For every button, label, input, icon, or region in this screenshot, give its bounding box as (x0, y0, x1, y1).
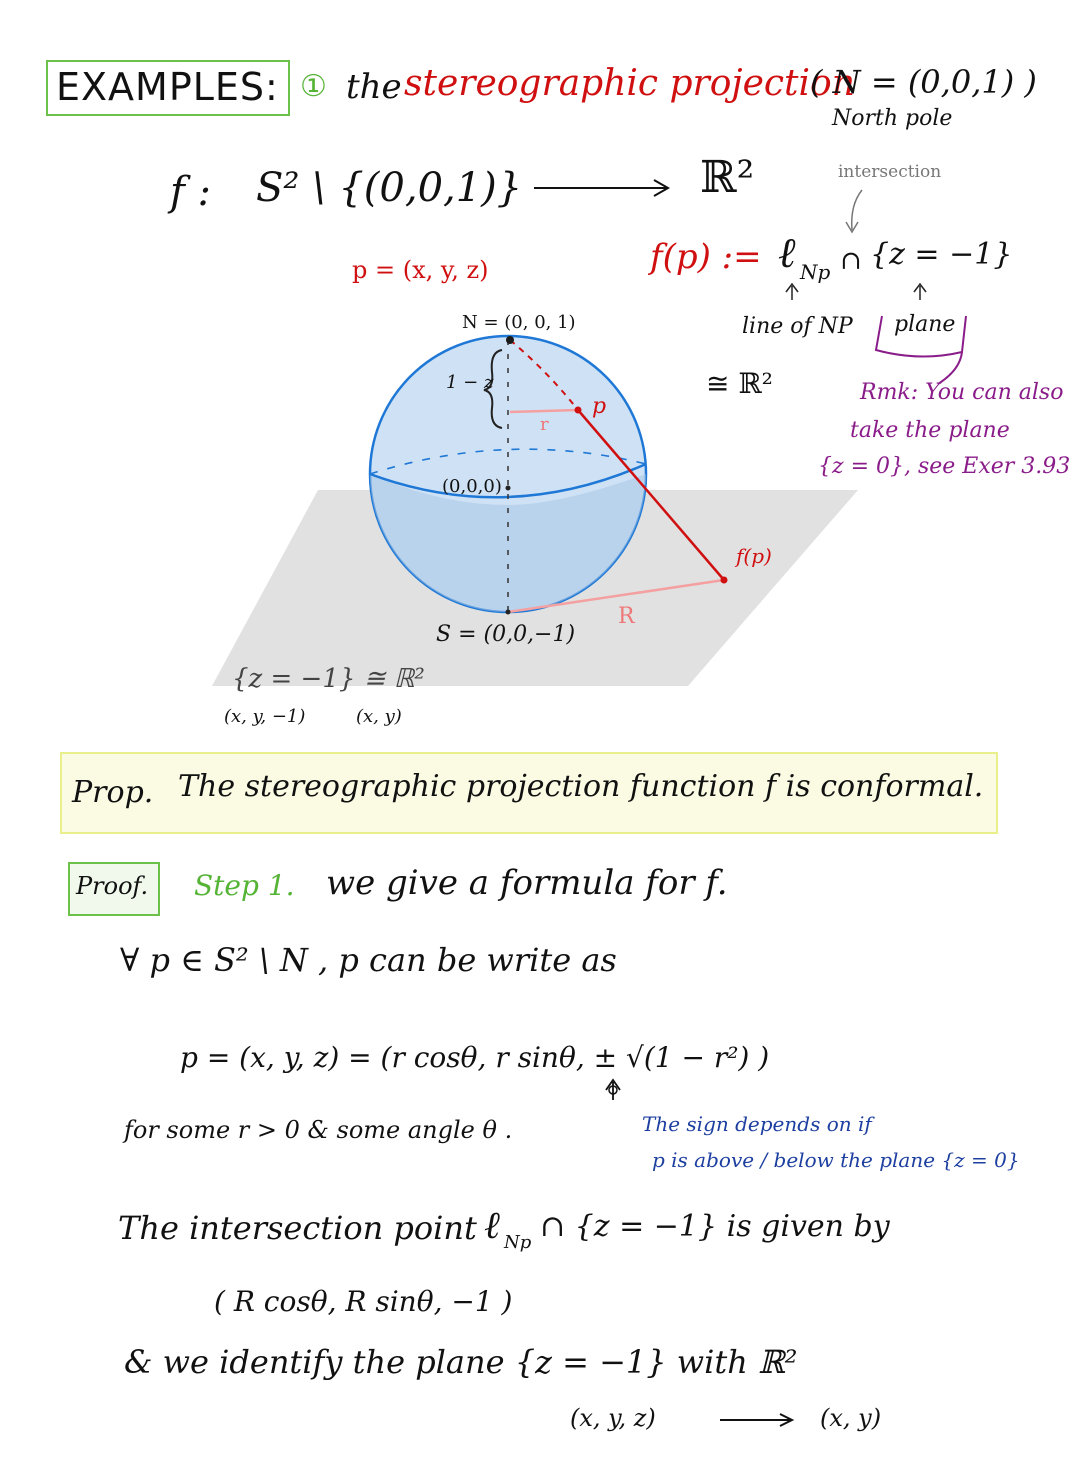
plane-iso-label: {z = −1} ≅ ℝ² (232, 664, 425, 694)
proof-label: Proof. (76, 872, 149, 900)
intersection-arrow (850, 189, 863, 231)
N-label: N = (0, 0, 1) (462, 312, 576, 333)
p-formula: p = (x, y, z) = (r cosθ, r sinθ, ± √(1 −… (180, 1041, 770, 1074)
codomain-r2: ℝ² (700, 152, 755, 203)
stereographic-figure (212, 179, 967, 1427)
one-minus-z-label: 1 − z (446, 372, 494, 393)
remark-line1: Rmk: You can also (860, 380, 1064, 405)
prop-text: The stereographic projection function f … (178, 769, 984, 804)
intersection-text: The intersection point (118, 1209, 477, 1247)
xy-label: (x, y) (356, 706, 402, 727)
plane-label: plane (894, 312, 956, 337)
p-label: p (592, 394, 607, 419)
forall-line: ∀ p ∈ S² \ N , p can be write as (120, 941, 617, 979)
up-arrow-line (785, 282, 799, 300)
sign-note-line1: The sign depends on if (642, 1112, 872, 1136)
prop-label: Prop. (72, 775, 154, 810)
point-N (506, 336, 514, 344)
r-label: r (540, 414, 549, 435)
iso-r2: ≅ ℝ² (706, 367, 773, 400)
brace-one-minus-z (483, 349, 503, 429)
sphere-lower-shade (370, 474, 646, 612)
projection-line (577, 409, 725, 581)
step-text: we give a formula for f. (326, 863, 728, 903)
north-definition: ( N = (0,0,1) ) (810, 63, 1037, 101)
domain-set: S² \ {(0,0,1)} (256, 165, 523, 211)
sign-up-arrow (605, 1078, 621, 1100)
S-label: S = (0,0,−1) (436, 622, 576, 647)
intersection-rest: ∩ {z = −1} is given by (540, 1209, 890, 1244)
f-def-plane: {z = −1} (870, 237, 1013, 272)
remark-line3: {z = 0}, see Exer 3.93 (818, 454, 1070, 479)
examples-box (46, 60, 290, 116)
sign-note-line2: p is above / below the plane {z = 0} (652, 1148, 1020, 1172)
intersection-line-sub: Np (504, 1232, 532, 1253)
np-dashed (509, 339, 579, 411)
f-def-line-sub: Np (800, 260, 831, 284)
identify-line: & we identify the plane {z = −1} with ℝ² (124, 1343, 798, 1381)
intersection-note: intersection (838, 162, 942, 182)
title-stereographic-projection: stereographic projection (404, 63, 855, 104)
for-some-line: for some r > 0 & some angle θ . (124, 1116, 513, 1144)
point-S (505, 609, 511, 615)
f-def-cap: ∩ (840, 246, 862, 276)
fp-label: f(p) (736, 544, 772, 568)
point-p (574, 406, 582, 414)
f-def-line: ℓ (778, 228, 796, 277)
equator-back (369, 448, 647, 475)
origin-label: (0,0,0) (442, 476, 502, 497)
point-origin (505, 485, 511, 491)
R-segment (507, 578, 725, 614)
item-number: ① (300, 69, 327, 104)
up-arrow-plane (913, 282, 927, 300)
map-to: (x, y) (820, 1404, 882, 1432)
point-formula: ( R cosθ, R sinθ, −1 ) (214, 1285, 513, 1318)
intersection-line: ℓ (484, 1203, 500, 1247)
prop-box (60, 752, 998, 834)
f-def-lhs: f(p) := (650, 237, 762, 277)
map-from: (x, y, z) (570, 1404, 656, 1432)
xy-minus1-label: (x, y, −1) (224, 706, 306, 727)
r-segment (509, 408, 579, 414)
f-label: f : (170, 169, 211, 215)
p-definition: p = (x, y, z) (352, 256, 489, 284)
the-word: the (346, 67, 402, 107)
point-fp (720, 576, 728, 584)
plane-purple-bracket (874, 315, 967, 358)
line-of-np-label: line of NP (742, 314, 853, 339)
north-pole-label: North pole (832, 106, 953, 131)
remark-line2: take the plane (850, 418, 1010, 443)
examples-label: EXAMPLES: (56, 65, 279, 109)
remark-purple-pointer (937, 351, 963, 385)
proof-box (68, 862, 160, 916)
step-label: Step 1. (194, 869, 295, 902)
R-label: R (618, 604, 635, 629)
